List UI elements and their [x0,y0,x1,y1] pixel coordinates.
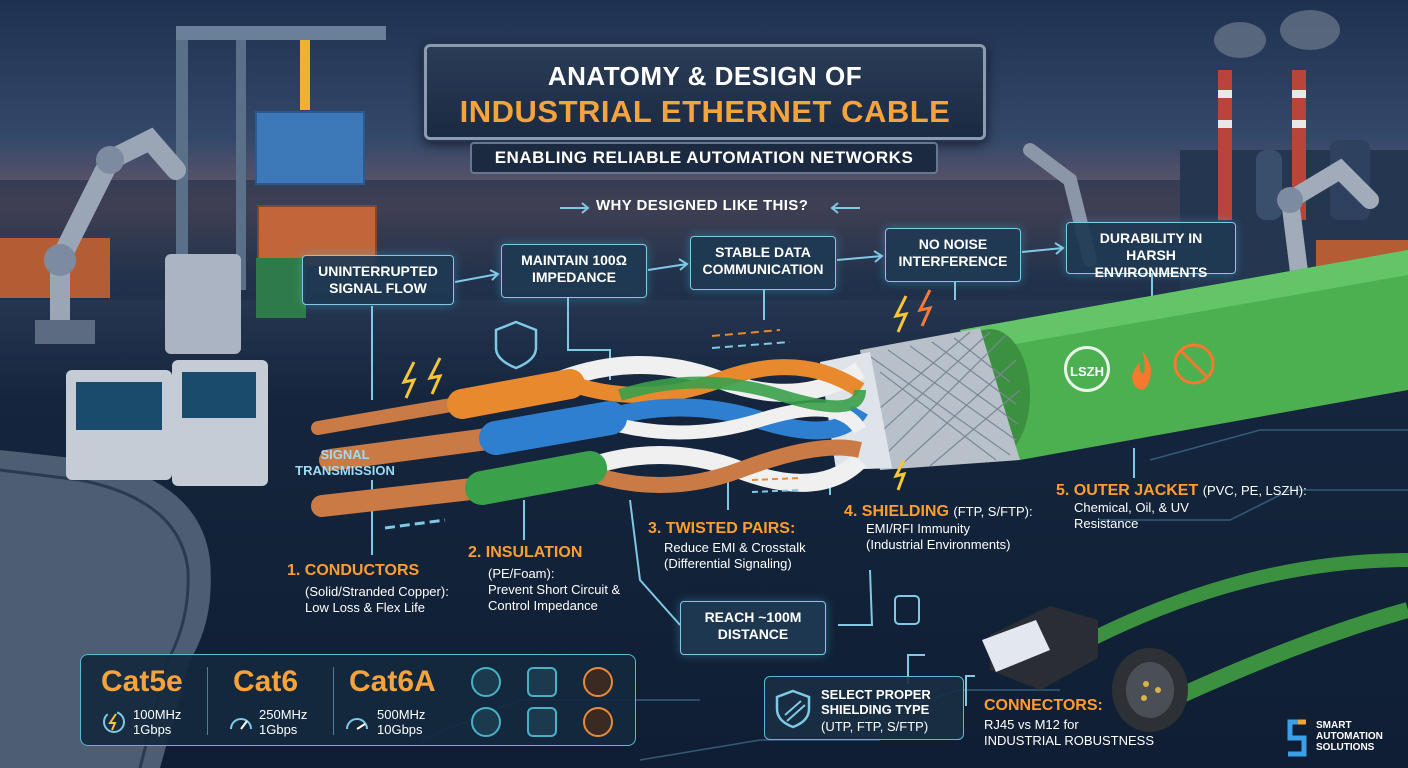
component-twisted-pairs: 3. TWISTED PAIRS: Reduce EMI & Crosstalk… [648,520,823,572]
cat5e-name: Cat5e [101,665,183,698]
shielding-select-title: SELECT PROPER SHIELDING TYPE [821,687,931,717]
component-conductors: 1. CONDUCTORS (Solid/Stranded Copper): L… [287,562,472,616]
flow-step-stable-data: STABLE DATA COMMUNICATION [690,236,836,290]
component-title: 3. TWISTED PAIRS: [648,520,796,537]
connectors-detail: RJ45 vs M12 for [984,717,1079,732]
component-detail: (Solid/Stranded Copper): [305,584,449,599]
reach-distance-box: REACH ~100M DISTANCE [680,601,826,655]
shipping-container [255,111,365,185]
gauge-icon [346,718,368,730]
flow-step-durability: DURABILITY IN HARSH ENVIRONMENTS [1066,222,1236,280]
component-title: 4. SHIELDING [844,503,949,520]
component-title: 5. OUTER JACKET [1056,482,1199,499]
title-banner: ANATOMY & DESIGN OF INDUSTRIAL ETHERNET … [424,44,986,140]
flow-step-signal-flow: UNINTERRUPTED SIGNAL FLOW [302,255,454,305]
component-detail: Reduce EMI & Crosstalk [664,540,806,555]
shield-icon [494,320,538,370]
brand-line-1: SMART [1316,720,1352,731]
insulated-wire-blue [479,401,627,455]
connectors-benefit: INDUSTRIAL ROBUSTNESS [984,733,1154,748]
factory-icon [583,667,613,697]
component-insulation: 2. INSULATION (PE/Foam): Prevent Short C… [468,544,638,614]
cat6-speed: 1Gbps [259,722,298,737]
component-detail: (PE/Foam): [488,566,555,581]
no-fire-icon [1172,342,1216,386]
cat6-name: Cat6 [233,665,299,698]
component-title: 1. CONDUCTORS [287,562,420,579]
component-benefit: (Differential Signaling) [664,556,792,571]
why-designed-label: WHY DESIGNED LIKE THIS? [596,197,809,214]
crane-beam [176,26,386,40]
title-line-2: INDUSTRIAL ETHERNET CABLE [459,94,951,129]
signal-transmission-label: SIGNAL TRANSMISSION [295,447,395,478]
insulated-wire-green [465,451,607,505]
cable-category-panel: Cat5e 100MHz 1Gbps Cat6 250MHz 1Gbps Cat… [80,654,636,746]
divider [333,667,334,735]
component-benefit: EMI/RFI Immunity (Industrial Environment… [866,521,1011,552]
cat6-freq: 250MHz [259,707,308,722]
component-benefit: Prevent Short Circuit & Control Impedanc… [488,582,621,613]
component-benefit: Low Loss & Flex Life [305,600,425,615]
gear-icon [471,707,501,737]
flow-step-impedance: MAINTAIN 100Ω IMPEDANCE [501,244,647,298]
component-outer-jacket: 5. OUTER JACKET (PVC, PE, LSZH): Chemica… [1056,482,1316,532]
insulated-wire-orange [447,369,585,419]
flow-step-no-noise: NO NOISE INTERFERENCE [885,228,1021,282]
title-line-1: ANATOMY & DESIGN OF [547,61,863,91]
gauge-icon [230,718,252,730]
shield-icon [775,689,811,729]
subtitle-banner: ENABLING RELIABLE AUTOMATION NETWORKS [470,142,938,174]
flame-icon [1124,348,1160,392]
component-title: 2. INSULATION [468,544,583,561]
connectors-title: CONNECTORS: [984,697,1103,714]
cat6a-freq: 500MHz [377,707,426,722]
shielding-select-options: (UTP, FTP, S/FTP) [821,719,929,734]
plc-icon [527,667,557,697]
logo-icon [1287,719,1307,757]
why-arrows [560,202,860,214]
cat6a-name: Cat6A [349,665,436,698]
chimney [1218,70,1232,220]
cat5e-speed: 1Gbps [133,722,172,737]
component-detail: (PVC, PE, LSZH): [1202,483,1307,498]
cat5e-freq: 100MHz [133,707,182,722]
brand-line-3: SOLUTIONS [1316,742,1375,753]
divider [207,667,208,735]
connectors-label: CONNECTORS: RJ45 vs M12 for INDUSTRIAL R… [984,697,1184,749]
component-benefit: Chemical, Oil, & UV Resistance [1074,500,1189,531]
lszh-badge-icon: LSZH [1064,346,1110,392]
cat6a-speed: 10Gbps [377,722,423,737]
lightning-icon [103,711,125,733]
component-detail: (FTP, S/FTP): [953,504,1033,519]
device-icon [527,707,557,737]
robot-icon [471,667,501,697]
shielding-select-panel: SELECT PROPER SHIELDING TYPE (UTP, FTP, … [764,676,964,740]
plant-icon [583,707,613,737]
brand-line-2: AUTOMATION [1316,731,1383,742]
component-shielding: 4. SHIELDING (FTP, S/FTP): EMI/RFI Immun… [844,503,1044,553]
